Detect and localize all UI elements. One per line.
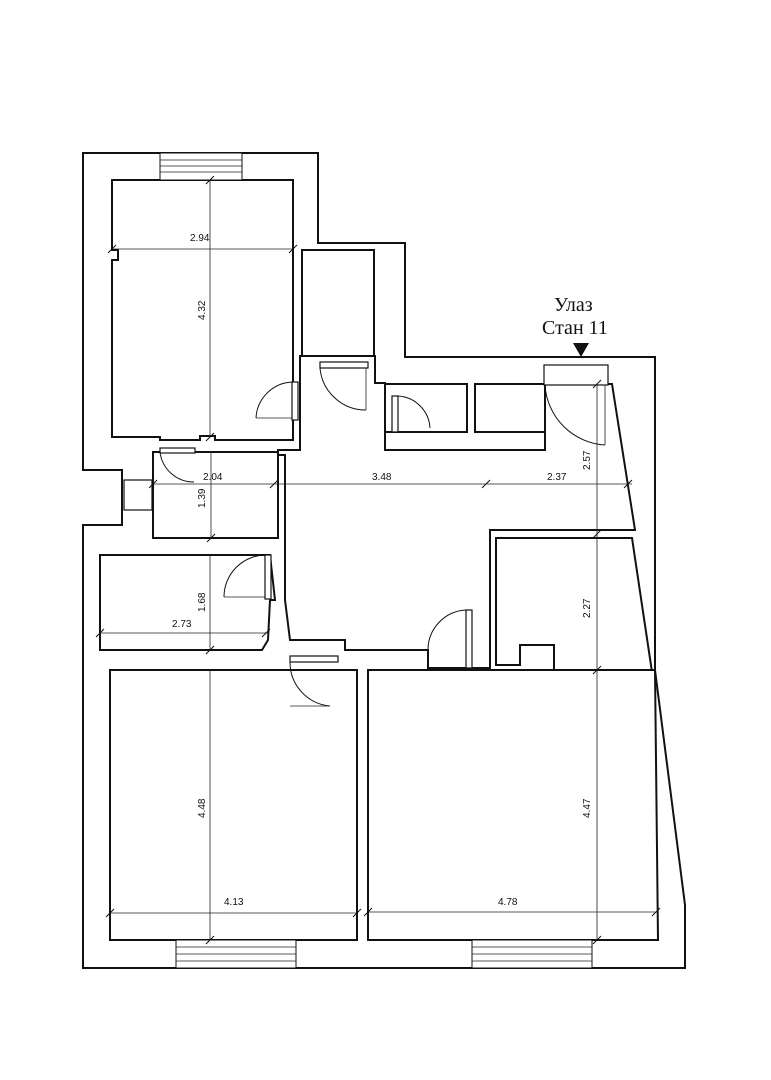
room-top [111,179,294,441]
window-bottom-right [471,939,593,969]
stairs [123,479,153,511]
door-left-bedroom [289,655,339,707]
bathroom [99,554,277,651]
door-closet-b [391,395,431,433]
dim-small-room-width: 2.04 [203,472,223,483]
closet-a [301,249,375,357]
dim-top-room-height: 4.32 [197,300,208,320]
dim-small-room-height: 1.39 [197,488,208,508]
dim-bath-width: 2.73 [172,619,192,630]
room-bottom-left [109,669,358,941]
closet-c [474,383,546,433]
dim-left-room-width: 4.13 [224,897,244,908]
door-top-room [255,381,299,421]
room-bottom-right [367,669,660,941]
entrance-label-line1: Улаз [554,294,593,316]
dim-kitchen-height: 2.27 [582,598,593,618]
dim-entrance-height: 2.57 [582,450,593,470]
small-room [152,451,279,539]
dim-bath-height: 1.68 [197,592,208,612]
door-entrance [543,364,609,446]
dim-top-room-width: 2.94 [190,233,210,244]
door-living [427,609,473,669]
door-bathroom [223,554,272,600]
dim-corridor-width: 2.37 [547,472,567,483]
door-closet-a [319,361,369,411]
dimension-lines [95,175,661,945]
entrance-label-line2: Стан 11 [542,317,608,339]
closet-b [384,383,468,433]
window-top [159,152,243,181]
dim-left-room-height: 4.48 [197,798,208,818]
entrance-arrow-icon [573,343,589,357]
door-small-room [159,447,196,483]
dim-right-room-height: 4.47 [582,798,593,818]
kitchen [495,537,654,673]
hall [277,355,637,669]
dim-hall-width: 3.48 [372,472,392,483]
dim-right-room-width: 4.78 [498,897,518,908]
window-bottom-left [175,939,297,969]
